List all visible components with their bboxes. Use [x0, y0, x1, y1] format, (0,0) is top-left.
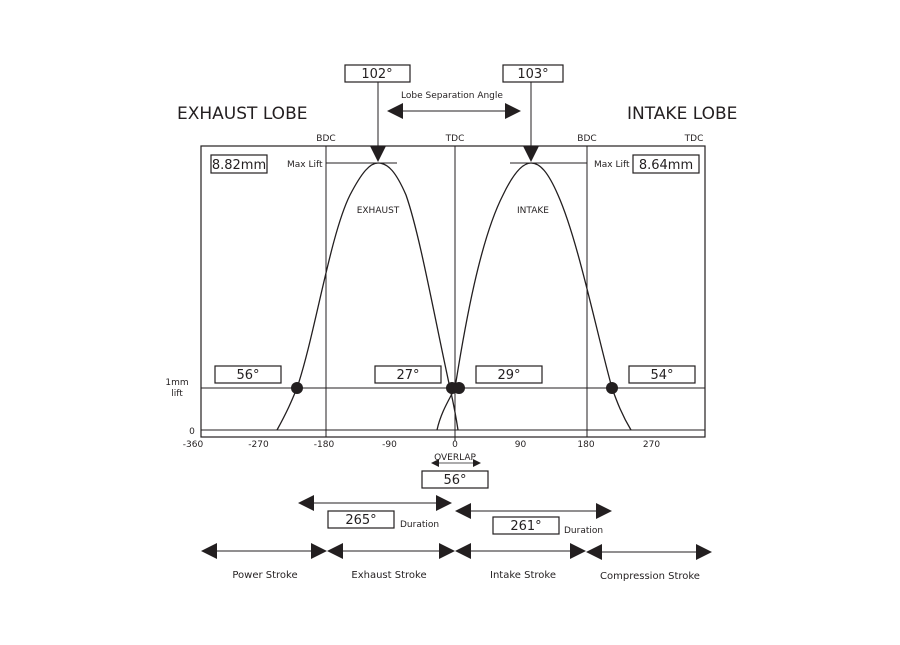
exhaust-centerline-value: 102° — [361, 67, 392, 82]
x-tick-label: 180 — [577, 440, 594, 450]
exhaust-curve — [276, 162, 459, 431]
exhaust-max-lift-label: Max Lift — [287, 160, 323, 170]
intake-max-lift-box — [632, 154, 700, 174]
x-axis-ticks: -360 -270 -180 -90 0 90 180 270 — [183, 440, 661, 450]
intake-curve-label: INTAKE — [517, 206, 549, 216]
bdc-left-label: BDC — [316, 134, 335, 144]
tdc-center-label: TDC — [445, 134, 465, 144]
x-tick-label: 90 — [515, 440, 527, 450]
exhaust-max-lift-value: 8.82mm — [212, 158, 266, 173]
exhaust-peak-arrow-icon — [370, 146, 386, 162]
intake-open-point — [453, 382, 465, 394]
exhaust-max-lift-box — [210, 154, 268, 174]
x-tick-label: 270 — [643, 440, 660, 450]
intake-centerline-value: 103° — [517, 67, 548, 82]
overlap-value: 56° — [443, 473, 466, 488]
intake-max-lift-label: Max Lift — [594, 160, 630, 170]
zero-lift-label: 0 — [189, 427, 195, 437]
intake-lobe-title: INTAKE LOBE — [627, 104, 737, 124]
intake-close-box — [628, 365, 696, 384]
exhaust-open-value: 56° — [236, 368, 259, 383]
exhaust-lobe-title: EXHAUST LOBE — [177, 104, 307, 124]
overlap-box — [421, 470, 489, 489]
intake-duration-label: Duration — [564, 526, 603, 536]
intake-close-point — [606, 382, 618, 394]
intake-stroke-label: Intake Stroke — [490, 570, 556, 581]
lift-label-line2: lift — [171, 389, 183, 399]
exhaust-duration-box — [327, 510, 395, 529]
intake-close-value: 54° — [650, 368, 673, 383]
intake-peak-arrow-icon — [523, 146, 539, 162]
x-tick-label: -270 — [248, 440, 269, 450]
exhaust-duration-value: 265° — [345, 513, 376, 528]
exhaust-stroke-label: Exhaust Stroke — [351, 570, 426, 581]
x-tick-label: -180 — [314, 440, 335, 450]
exhaust-curve-label: EXHAUST — [357, 206, 400, 216]
plot-frame — [200, 145, 706, 438]
x-tick-label: -90 — [382, 440, 397, 450]
x-tick-label: 0 — [452, 440, 458, 450]
exhaust-duration-label: Duration — [400, 520, 439, 530]
exhaust-open-box — [214, 365, 282, 384]
intake-max-lift-value: 8.64mm — [639, 158, 693, 173]
intake-open-value: 29° — [497, 368, 520, 383]
exhaust-close-value: 27° — [396, 368, 419, 383]
exhaust-open-point — [291, 382, 303, 394]
overlap-label: OVERLAP — [434, 453, 476, 463]
lobe-separation-label: Lobe Separation Angle — [401, 91, 503, 101]
intake-curve — [436, 162, 632, 431]
tdc-right-label: TDC — [684, 134, 704, 144]
intake-duration-value: 261° — [510, 519, 541, 534]
bdc-right-label: BDC — [577, 134, 596, 144]
exhaust-close-box — [374, 365, 442, 384]
intake-duration-box — [492, 516, 560, 535]
intake-centerline-box — [502, 64, 564, 83]
x-tick-label: -360 — [183, 440, 204, 450]
compression-stroke-label: Compression Stroke — [600, 571, 700, 582]
intake-open-box — [475, 365, 543, 384]
lift-label-line1: 1mm — [165, 378, 188, 388]
power-stroke-label: Power Stroke — [232, 570, 297, 581]
